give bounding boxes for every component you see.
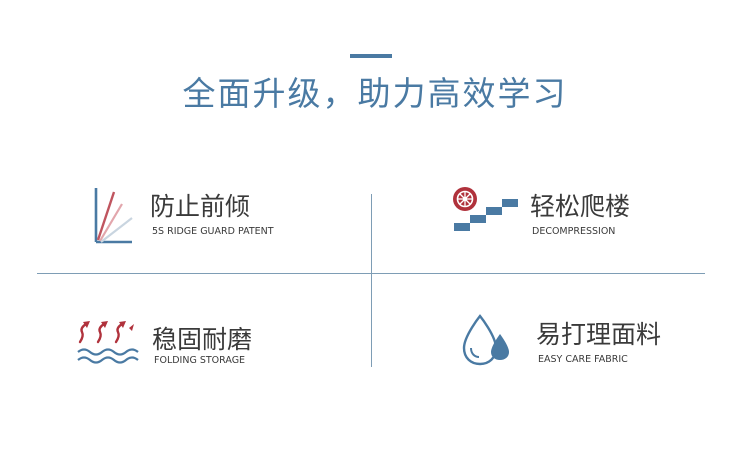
feature-subtitle: FOLDING STORAGE [154,355,246,366]
feature-title: 易打理面料 [536,320,662,349]
feature-title: 防止前倾 [150,192,251,221]
wave-arrows-icon [77,321,139,364]
feature-stair-climb: 轻松爬楼 DECOMPRESSION [450,186,650,248]
feature-easy-care: 易打理面料 EASY CARE FABRIC [460,312,690,372]
feature-title: 稳固耐磨 [152,325,253,354]
water-drops-icon [462,314,509,366]
feature-ridge-guard: 防止前倾 5S RIDGE GUARD PATENT [92,186,282,248]
horizontal-divider [37,273,705,274]
feature-title: 轻松爬楼 [530,192,631,221]
ridge-guard-icon [94,188,133,244]
feature-subtitle: EASY CARE FABRIC [538,354,628,365]
vertical-divider-top [371,194,372,273]
page-title: 全面升级，助力高效学习 [182,74,568,113]
title-accent-bar [350,54,392,58]
feature-subtitle: DECOMPRESSION [532,226,616,237]
feature-durable: 稳固耐磨 FOLDING STORAGE [76,318,276,374]
stair-wheel-icon [453,187,518,231]
feature-subtitle: 5S RIDGE GUARD PATENT [152,226,274,237]
vertical-divider-bottom [371,274,372,367]
